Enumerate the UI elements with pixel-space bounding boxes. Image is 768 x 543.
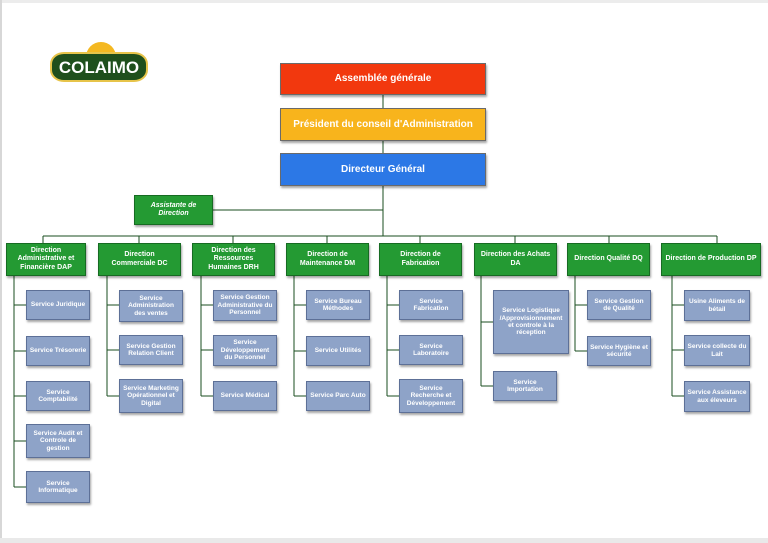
service-laboratoire: Service Laboratoire xyxy=(399,335,463,365)
direction-dap: Direction Administrative et Financière D… xyxy=(6,243,86,276)
top-edge xyxy=(0,0,768,3)
service-parc-auto: Service Parc Auto xyxy=(306,381,370,411)
direction-dm: Direction de Maintenance DM xyxy=(286,243,369,276)
direction-drh: Direction des Ressources Humaines DRH xyxy=(192,243,275,276)
bottom-edge xyxy=(0,538,768,543)
service-tresorerie: Service Trésorerie xyxy=(26,336,90,366)
service-fabrication: Service Fabrication xyxy=(399,290,463,320)
service-medical: Service Médical xyxy=(213,381,277,411)
assembly-box: Assemblée générale xyxy=(280,63,486,95)
service-audit: Service Audit et Controle de gestion xyxy=(26,424,90,458)
service-marketing: Service Marketing Opérationnel et Digita… xyxy=(119,379,183,413)
director-general-box: Directeur Général xyxy=(280,153,486,186)
logo-badge xyxy=(50,52,148,82)
direction-dp: Direction de Production DP xyxy=(661,243,761,276)
left-edge xyxy=(0,0,2,543)
service-administration-ventes: Service Administration des ventes xyxy=(119,290,183,322)
service-assistance-eleveurs: Service Assistance aux éleveurs xyxy=(684,381,750,412)
service-informatique: Service Informatique xyxy=(26,471,90,503)
direction-dc: Direction Commerciale DC xyxy=(98,243,181,276)
service-developpement-personnel: Service Développement du Personnel xyxy=(213,335,277,366)
assistant-box: Assistante de Direction xyxy=(134,195,213,225)
service-juridique: Service Juridique xyxy=(26,290,90,320)
direction-df: Direction de Fabrication xyxy=(379,243,462,276)
service-collecte-lait: Service collecte du Lait xyxy=(684,335,750,366)
president-box: Président du conseil d'Administration xyxy=(280,108,486,141)
logo-text: COLAIMO xyxy=(58,58,140,77)
direction-dq: Direction Qualité DQ xyxy=(567,243,650,276)
direction-da: Direction des Achats DA xyxy=(474,243,557,276)
service-logistique: Service Logistique /Approvisionnement et… xyxy=(493,290,569,354)
service-importation: Service Importation xyxy=(493,371,557,401)
service-bureau-methodes: Service Bureau Méthodes xyxy=(306,290,370,320)
service-recherche-developpement: Service Recherche et Développement xyxy=(399,379,463,413)
service-relation-client: Service Gestion Relation Client xyxy=(119,335,183,365)
service-gestion-personnel: Service Gestion Administrative du Person… xyxy=(213,290,277,321)
service-gestion-qualite: Service Gestion de Qualité xyxy=(587,290,651,320)
service-comptabilite: Service Comptabilité xyxy=(26,381,90,411)
service-hygiene-securite: Service Hygiène et sécurité xyxy=(587,336,651,366)
service-utilites: Service Utilités xyxy=(306,336,370,366)
usine-aliments-betail: Usine Aliments de bétail xyxy=(684,290,750,321)
colaimo-logo: COLAIMO xyxy=(50,42,148,84)
